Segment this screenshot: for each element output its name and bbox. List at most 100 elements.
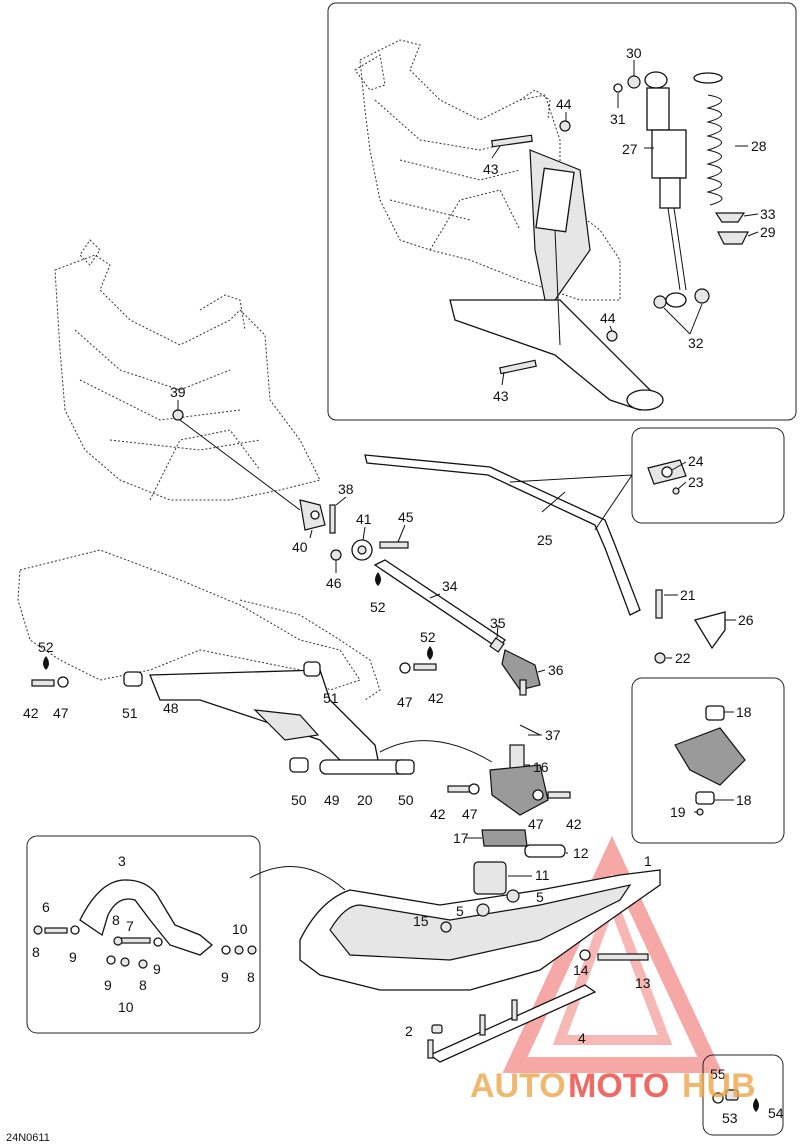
label-42-spindle-right: 42 xyxy=(566,816,582,832)
label-7: 7 xyxy=(126,918,134,934)
bracket-40 xyxy=(299,499,326,531)
watermark-logo xyxy=(502,836,723,1073)
retainer-33 xyxy=(714,212,746,223)
label-32: 32 xyxy=(688,335,704,351)
label-1: 1 xyxy=(644,853,652,869)
label-16: 16 xyxy=(533,759,549,775)
label-49: 49 xyxy=(324,792,340,808)
runner-4 xyxy=(428,984,597,1063)
label-2: 2 xyxy=(405,1023,413,1039)
label-11: 11 xyxy=(535,867,550,883)
ball-joint-36 xyxy=(501,649,541,696)
label-31: 31 xyxy=(610,111,626,127)
washer-47-right xyxy=(399,662,411,674)
washer-47-spindle-left xyxy=(468,783,480,795)
watermark-word-hub: HUB xyxy=(682,1067,756,1105)
diagram-code: 24N0611 xyxy=(6,1132,50,1144)
bolt-42-spindle-left xyxy=(447,785,471,793)
label-43-upper: 43 xyxy=(483,161,499,177)
nut-8-d xyxy=(247,945,257,955)
bushing-51-right xyxy=(303,661,321,677)
label-43-lower: 43 xyxy=(493,388,509,404)
label-30: 30 xyxy=(626,45,642,61)
nut-22 xyxy=(654,652,666,664)
label-50-right: 50 xyxy=(398,792,414,808)
label-3: 3 xyxy=(118,853,126,869)
bolt-38 xyxy=(329,504,336,534)
label-44-lower: 44 xyxy=(600,310,616,326)
part-labels: 30 31 27 28 33 2 9 32 44 43 44 43 3 9 38 4… xyxy=(23,45,784,1126)
label-33: 33 xyxy=(760,206,776,222)
watermark-wordmark: AUTO MOTO HUB xyxy=(470,1067,756,1105)
label-27: 27 xyxy=(622,141,638,157)
label-55: 55 xyxy=(710,1066,726,1082)
washer-47-left xyxy=(57,676,69,688)
label-4: 4 xyxy=(578,1030,586,1046)
label-9-a: 9 xyxy=(69,949,77,965)
label-47-left: 47 xyxy=(53,705,69,721)
label-42-left: 42 xyxy=(23,705,39,721)
ski-1 xyxy=(299,869,661,991)
bushing-inset-drawing xyxy=(674,705,746,816)
bolt-42-right xyxy=(413,663,437,671)
grease-52-center xyxy=(375,572,381,586)
label-28: 28 xyxy=(751,138,767,154)
tie-rod-34 xyxy=(373,559,506,649)
washer-53 xyxy=(712,1092,724,1104)
inset-bolt-43-upper xyxy=(491,134,533,148)
label-15: 15 xyxy=(413,913,429,929)
washer-9-c xyxy=(106,955,116,965)
label-46: 46 xyxy=(326,575,342,591)
bolt-42-spindle-right xyxy=(547,791,571,799)
nut-8-b xyxy=(113,936,123,946)
label-41: 41 xyxy=(356,511,372,527)
label-24: 24 xyxy=(688,453,704,469)
inset-nut-44-upper xyxy=(559,120,571,132)
label-8-c: 8 xyxy=(139,977,147,993)
washer-14 xyxy=(579,949,591,961)
label-42-spindle-left: 42 xyxy=(430,806,446,822)
pin-12 xyxy=(524,844,566,858)
label-44-upper: 44 xyxy=(556,96,572,112)
spring-top-cup xyxy=(693,72,723,84)
nut-35 xyxy=(489,637,505,653)
label-9-d: 9 xyxy=(221,969,229,985)
label-18-top: 18 xyxy=(736,704,752,720)
label-52-center: 52 xyxy=(370,599,386,615)
label-9-b: 9 xyxy=(153,961,161,977)
label-6: 6 xyxy=(42,899,50,915)
spindle-16 xyxy=(489,744,549,816)
arrow-to-ski xyxy=(249,866,346,891)
inset-bolt-43-lower xyxy=(499,359,537,375)
label-8-b: 8 xyxy=(112,912,120,928)
label-35: 35 xyxy=(490,615,506,631)
nut-10-a xyxy=(120,957,130,967)
bracket-17 xyxy=(481,829,528,847)
label-14: 14 xyxy=(573,962,589,978)
washer-9-a xyxy=(70,925,80,935)
fitting-55 xyxy=(725,1089,739,1101)
block-11 xyxy=(473,861,507,895)
bushing-30 xyxy=(627,75,641,89)
steering-column-25 xyxy=(364,454,641,616)
spring-pin-37 xyxy=(519,724,541,736)
label-52-right: 52 xyxy=(420,629,436,645)
label-9-c: 9 xyxy=(104,977,112,993)
grease-52-right xyxy=(427,646,433,660)
washer-31 xyxy=(613,83,623,93)
label-34: 34 xyxy=(442,578,458,594)
label-50-left: 50 xyxy=(291,792,307,808)
bushing-51-left xyxy=(123,671,143,687)
label-52-left: 52 xyxy=(38,639,54,655)
label-38: 38 xyxy=(338,481,354,497)
a-arm-48 xyxy=(149,669,381,771)
watermark-word-auto: AUTO xyxy=(470,1067,566,1105)
bushing-50-right xyxy=(395,759,415,775)
arrow-to-spindle xyxy=(379,740,493,763)
label-13: 13 xyxy=(635,975,651,991)
label-53: 53 xyxy=(722,1110,738,1126)
label-20: 20 xyxy=(357,792,373,808)
label-47-spindle-right: 47 xyxy=(528,816,544,832)
bolt-42-left xyxy=(31,679,55,687)
label-51-left: 51 xyxy=(122,705,138,721)
